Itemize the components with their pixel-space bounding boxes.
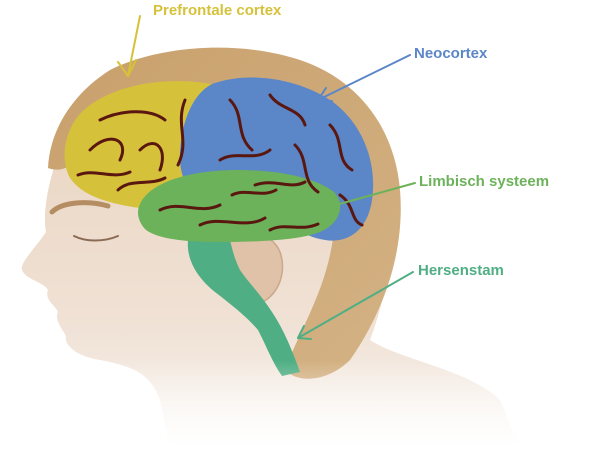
neocortex-pointer xyxy=(317,54,411,102)
prefrontal-cortex-label: Prefrontale cortex xyxy=(153,2,282,19)
leader-lines xyxy=(117,15,416,340)
closed-eye xyxy=(73,235,119,242)
brainstem-label: Hersenstam xyxy=(418,262,504,279)
limbic-system-label: Limbisch systeem xyxy=(419,173,550,190)
limbic-pointer xyxy=(317,182,416,214)
prefrontal-pointer xyxy=(117,15,141,77)
prefrontal-region xyxy=(64,81,213,211)
brainstem xyxy=(187,240,300,376)
brain-folds xyxy=(76,93,364,232)
brainstem-pointer xyxy=(297,271,414,340)
bottom-fade xyxy=(0,360,600,448)
neocortex-label: Neocortex xyxy=(414,45,488,62)
eyebrow xyxy=(49,200,111,215)
limbic-region xyxy=(138,170,341,242)
